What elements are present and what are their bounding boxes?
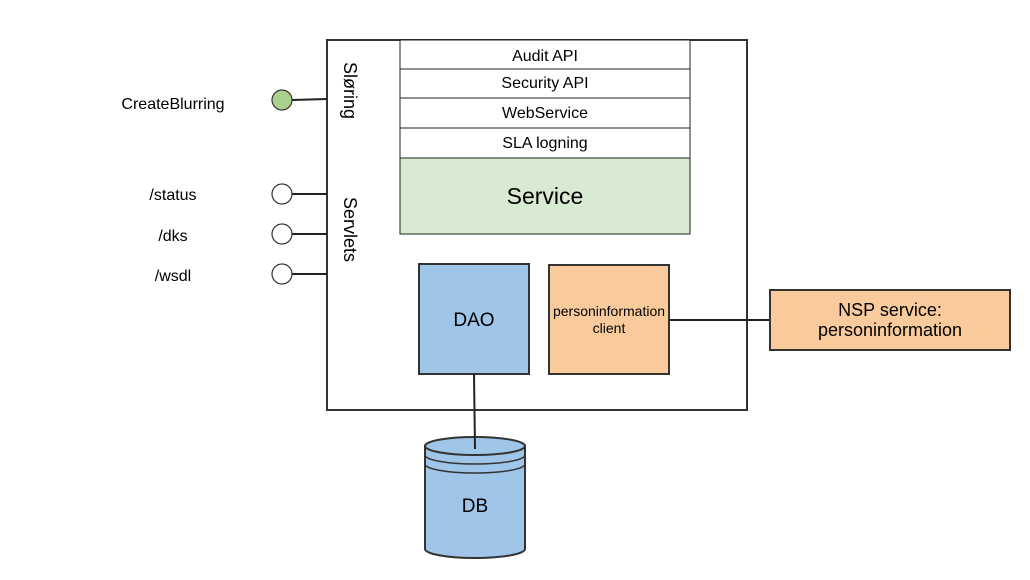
interface-label-createblurring: CreateBlurring (121, 96, 224, 113)
layer-label-audit-api: Audit API (512, 48, 578, 65)
group-label-servlets: Servlets (340, 197, 360, 262)
dao-box (418, 263, 530, 375)
interface-blurring: CreateBlurring (121, 89, 328, 113)
db-label: DB (462, 496, 488, 517)
db-ring-2 (424, 463, 526, 474)
interface-label-status: /status (149, 187, 196, 204)
db-body (424, 445, 526, 559)
interface-port (271, 183, 293, 205)
interface-wsdl: /wsdl (155, 263, 327, 285)
layer-label-sla-logging: SLA logning (502, 135, 587, 152)
interface-port (271, 223, 293, 245)
client-label-line1: personinformation (553, 303, 665, 319)
layer-audit-api (399, 39, 691, 70)
nsp-label-line1: NSP service: (838, 300, 942, 320)
layer-security-api (399, 68, 691, 99)
database-cylinder: DB (424, 436, 526, 559)
layer-label-security-api: Security API (501, 75, 588, 92)
interface-port (271, 263, 293, 285)
interface-label-dks: /dks (158, 228, 187, 245)
nsp-label-line2: personinformation (818, 320, 962, 340)
interface-status: /status (149, 183, 327, 205)
layer-service (399, 157, 691, 235)
interface-label-wsdl: /wsdl (155, 268, 191, 285)
personinformation-client-box (548, 264, 670, 375)
layer-stack: Audit API Security API WebService SLA lo… (399, 39, 691, 235)
connector-line (291, 98, 328, 101)
interface-dks: /dks (158, 223, 327, 245)
interface-port-active (271, 89, 293, 111)
dao-label: DAO (453, 310, 494, 331)
db-ring-1 (424, 454, 526, 465)
client-label-line2: client (593, 320, 626, 336)
layer-label-service: Service (507, 183, 584, 209)
group-label-blurring: Sløring (340, 62, 360, 119)
connector-dao-db (473, 373, 476, 450)
layer-label-webservice: WebService (502, 105, 588, 122)
nsp-service-box (769, 289, 1011, 351)
